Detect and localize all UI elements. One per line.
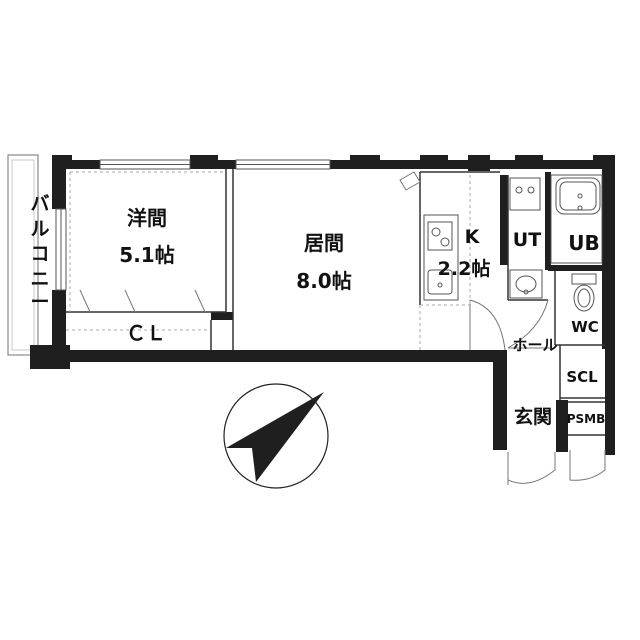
pipe-space-name: PSMB	[567, 412, 606, 426]
wall-ub-bottom	[548, 265, 608, 271]
wall-top-seg-2	[190, 155, 218, 169]
ub-fixtures	[550, 174, 603, 264]
wall-kitchen-ut	[500, 175, 508, 265]
western-room-name: 洋間	[127, 206, 167, 230]
washbasin	[509, 269, 543, 299]
living-room-size: 8.0帖	[296, 269, 351, 293]
wall-entrance-right	[556, 400, 568, 452]
wall-top-seg-10	[490, 160, 515, 169]
living-room-name: 居間	[304, 231, 344, 255]
balcony-char-1: バ	[30, 193, 49, 215]
wall-ut-ub	[545, 172, 551, 270]
toilet-name: WC	[571, 318, 599, 336]
wall-top-seg-4	[330, 160, 350, 169]
kitchen-fixtures	[423, 214, 459, 301]
wall-top-seg-7	[420, 155, 448, 169]
toilet-bowl	[573, 284, 595, 312]
wall-left-lower	[52, 290, 66, 350]
dashed-lines	[66, 171, 471, 350]
wall-cl-post	[211, 312, 233, 320]
burner-icon	[440, 237, 450, 247]
wc-fixtures	[571, 273, 597, 312]
door-entrance-swing	[507, 452, 556, 484]
wall-entrance-left	[493, 350, 507, 450]
compass-ring	[223, 383, 329, 489]
kitchen-stove	[427, 221, 453, 251]
wall-right-lower	[605, 340, 615, 455]
utility-name: UT	[513, 229, 541, 251]
closet-name: ＣＬ	[126, 321, 166, 345]
balcony-rail	[11, 159, 35, 351]
unit-bath-box	[550, 174, 603, 264]
compass	[223, 383, 329, 489]
kitchen-counter	[423, 214, 459, 301]
balcony: バ ル コ ニ ー	[7, 154, 50, 356]
door-ut-swing	[507, 299, 550, 349]
wall-top-left-corner	[52, 155, 72, 169]
room-labels: 洋間 5.1帖 居間 8.0帖 K 2.2帖 ＣＬ UT UB WC ホール S…	[119, 206, 605, 428]
wall-top-right-corner	[593, 155, 615, 169]
wall-top-seg-3	[218, 160, 236, 169]
outer-walls	[30, 155, 615, 455]
washing-machine-pan	[509, 177, 541, 211]
kitchen-name: K	[465, 226, 481, 248]
bathtub	[555, 177, 601, 215]
wall-top-seg-9	[468, 155, 490, 171]
north-arrow-icon	[226, 392, 324, 482]
balcony-char-4: ニ	[30, 268, 49, 290]
wall-bottom-main	[66, 350, 504, 362]
western-room-size: 5.1帖	[119, 243, 174, 267]
unit-bath-name: UB	[568, 231, 599, 255]
kitchen-sink	[427, 269, 453, 295]
wall-top-seg-8	[448, 160, 468, 169]
aircon-unit	[399, 171, 421, 191]
door-ps-swing	[569, 450, 606, 481]
wall-left-upper	[52, 169, 66, 209]
entrance-name: 玄関	[514, 405, 552, 428]
interior-walls	[66, 169, 605, 436]
windows	[55, 159, 331, 291]
doors	[79, 171, 606, 485]
balcony-char-5: ー	[30, 291, 49, 313]
balcony-char-2: ル	[30, 218, 49, 240]
burner-icon	[431, 227, 441, 237]
wall-top-seg-6	[380, 160, 420, 169]
wall-top-seg-1	[72, 160, 100, 169]
balcony-outline	[7, 154, 39, 356]
balcony-char-3: コ	[30, 243, 49, 265]
wall-top-seg-5	[350, 155, 380, 169]
shoe-closet-name: SCL	[566, 368, 598, 386]
hall-name: ホール	[512, 336, 557, 354]
ut-fixtures	[509, 177, 543, 299]
door-hall-swing	[469, 299, 506, 351]
kitchen-size: 2.2帖	[438, 257, 491, 280]
toilet-tank	[571, 273, 597, 285]
wall-right-upper	[602, 169, 615, 349]
wall-top-seg-12	[543, 160, 593, 169]
wall-left-bottom-corner	[30, 345, 70, 369]
wall-top-seg-11	[515, 155, 543, 169]
